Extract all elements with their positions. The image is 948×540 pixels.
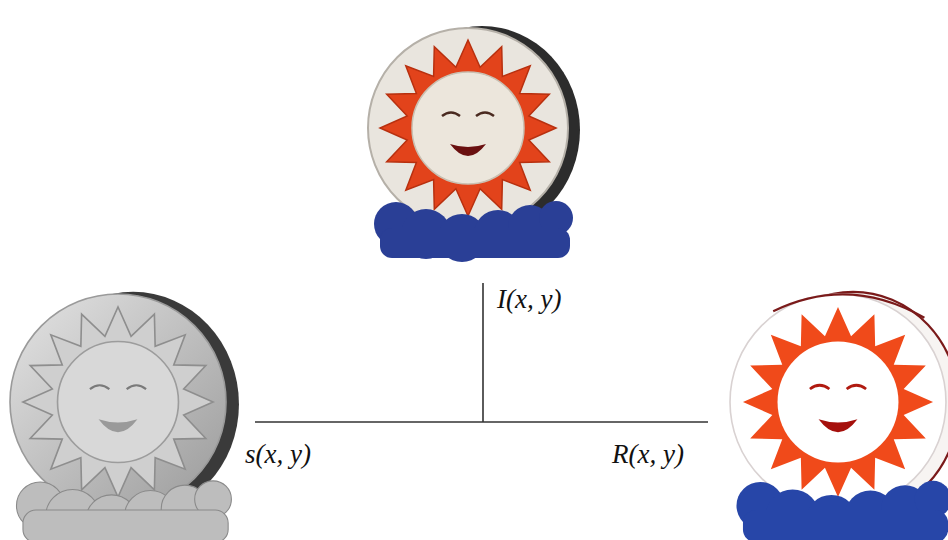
sun-rays: [380, 40, 556, 216]
face-eyes: [90, 385, 146, 389]
reflectance-figure: [730, 292, 948, 540]
face-mouth: [450, 144, 486, 156]
colour-figure: [368, 26, 580, 262]
formula-label: I(x, y): [497, 283, 561, 315]
sun-face: [412, 72, 524, 184]
face-eyes: [442, 113, 494, 117]
figure-disk: [10, 294, 226, 510]
cloud-base: [374, 201, 573, 262]
cloud-base: [16, 481, 231, 540]
sun-rays: [23, 307, 213, 497]
sun-face: [778, 342, 899, 463]
sun-rays: [743, 307, 933, 497]
sun-face: [58, 342, 179, 463]
formula-label: s(x, y): [245, 438, 311, 470]
figure-disk: [730, 294, 946, 510]
figure-disk: [368, 28, 568, 228]
face-mouth: [99, 419, 138, 432]
divider-line: [482, 283, 484, 422]
cloud-base: [736, 481, 948, 540]
shading-figure: [10, 292, 239, 540]
face-mouth: [819, 419, 858, 432]
face-eyes: [810, 385, 866, 389]
rim-line: [773, 294, 924, 317]
divider-line: [255, 421, 708, 423]
formula-label: R(x, y): [612, 438, 684, 470]
